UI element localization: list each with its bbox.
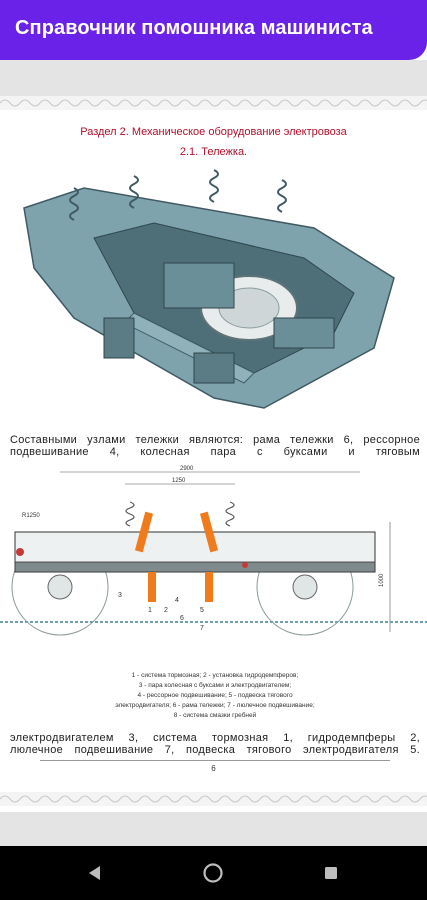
document-page[interactable]: Раздел 2. Механическое оборудование элек…: [0, 96, 427, 812]
caption-line: 8 - система смазки гребней: [173, 712, 257, 719]
dimension-radius: R1250: [22, 513, 40, 519]
back-icon[interactable]: [82, 860, 108, 886]
toolbar-spacer: [0, 60, 427, 96]
section-title: Раздел 2. Механическое оборудование элек…: [80, 126, 347, 138]
recents-icon[interactable]: [318, 860, 344, 886]
app-bar: Справочник помошника машиниста: [0, 0, 427, 60]
top-ornament: [0, 96, 427, 110]
part-number: 6: [180, 615, 184, 622]
paragraph-2-line-1: электродвигателем 3, система тормозная 1…: [10, 732, 420, 744]
caption-line: 1 - система тормозная; 2 - установка гид…: [131, 672, 299, 679]
system-navigation-bar: [0, 846, 427, 900]
bottom-ornament: [0, 792, 427, 806]
paragraph-1-line-2: подвешивание 4, колесная пара с буксами …: [10, 446, 420, 458]
part-number: 3: [118, 592, 122, 599]
subsection-title: 2.1. Тележка.: [179, 146, 248, 158]
caption-line: 3 - пара колесная с буксами и электродви…: [138, 682, 292, 689]
dimension-height: 1000: [379, 573, 385, 587]
part-number: 5: [200, 607, 204, 614]
figure-caption: 1 - система тормозная; 2 - установка гид…: [40, 671, 390, 721]
footer-rule: [40, 760, 390, 761]
bogie-technical-drawing: 2900 1250 R1250 1000 1 2 3 4: [0, 466, 427, 636]
dimension-top: 2900: [180, 466, 194, 472]
bottom-spacer: [0, 812, 427, 846]
paragraph-1-line-1: Составными узлами тележки являются: рама…: [10, 434, 420, 446]
caption-line: 4 - рессорное подвешивание; 5 - подвеска…: [137, 692, 293, 699]
dimension-inner: 1250: [172, 478, 186, 484]
page-number: 6: [211, 764, 216, 773]
home-icon[interactable]: [200, 860, 226, 886]
part-number: 1: [148, 607, 152, 614]
bogie-3d-illustration: [23, 169, 395, 409]
part-number: 7: [200, 625, 204, 632]
app-title: Справочник помошника машиниста: [15, 17, 373, 39]
part-number: 2: [164, 607, 168, 614]
caption-line: электродвигателя; 6 - рама тележки; 7 - …: [115, 702, 315, 709]
part-number: 4: [175, 597, 179, 604]
paragraph-2-line-2: люлечное подвешивание 7, подвеска тягово…: [10, 744, 420, 756]
